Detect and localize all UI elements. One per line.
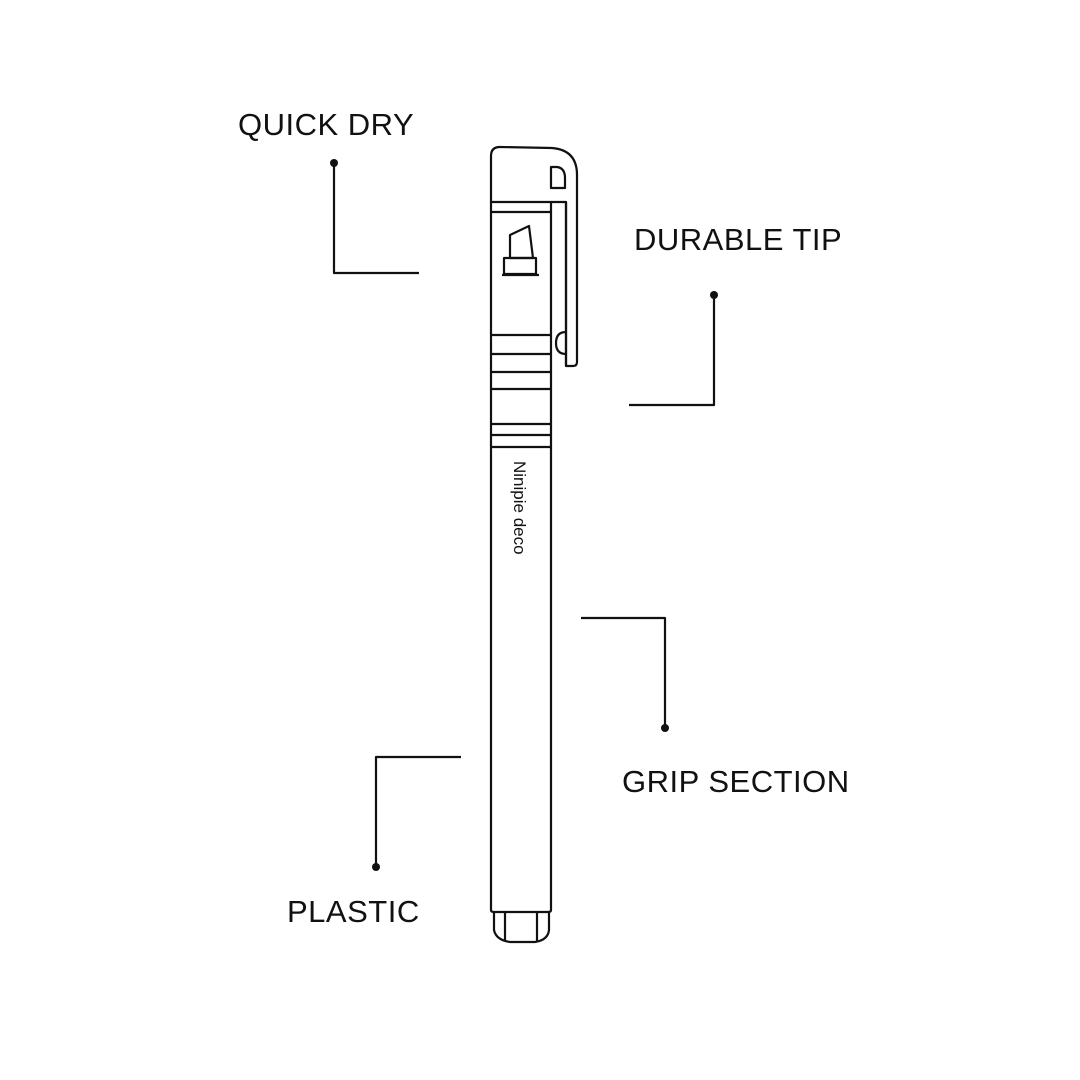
callout-line-durable-tip xyxy=(629,295,716,407)
label-durable-tip: DURABLE TIP xyxy=(634,222,843,257)
pen-end-cap xyxy=(489,909,553,944)
callout-dot-plastic xyxy=(372,863,380,871)
callout-line-quick-dry xyxy=(332,163,419,275)
label-quick-dry: QUICK DRY xyxy=(238,107,415,142)
clip-bump xyxy=(554,330,567,356)
pen-clip xyxy=(551,200,568,366)
callout-line-plastic xyxy=(374,755,461,867)
pen-cap xyxy=(489,145,579,368)
callout-dot-durable-tip xyxy=(710,291,718,299)
callout-dot-grip-section xyxy=(661,724,669,732)
label-plastic: PLASTIC xyxy=(287,894,420,929)
clip-window xyxy=(549,165,567,190)
chisel-tip-icon xyxy=(502,224,539,277)
callout-line-grip-section xyxy=(581,616,667,728)
pen-brand-text: Ninipie deco xyxy=(510,461,529,555)
label-grip-section: GRIP SECTION xyxy=(622,764,850,799)
pen-body xyxy=(489,202,553,910)
callout-dot-quick-dry xyxy=(330,159,338,167)
